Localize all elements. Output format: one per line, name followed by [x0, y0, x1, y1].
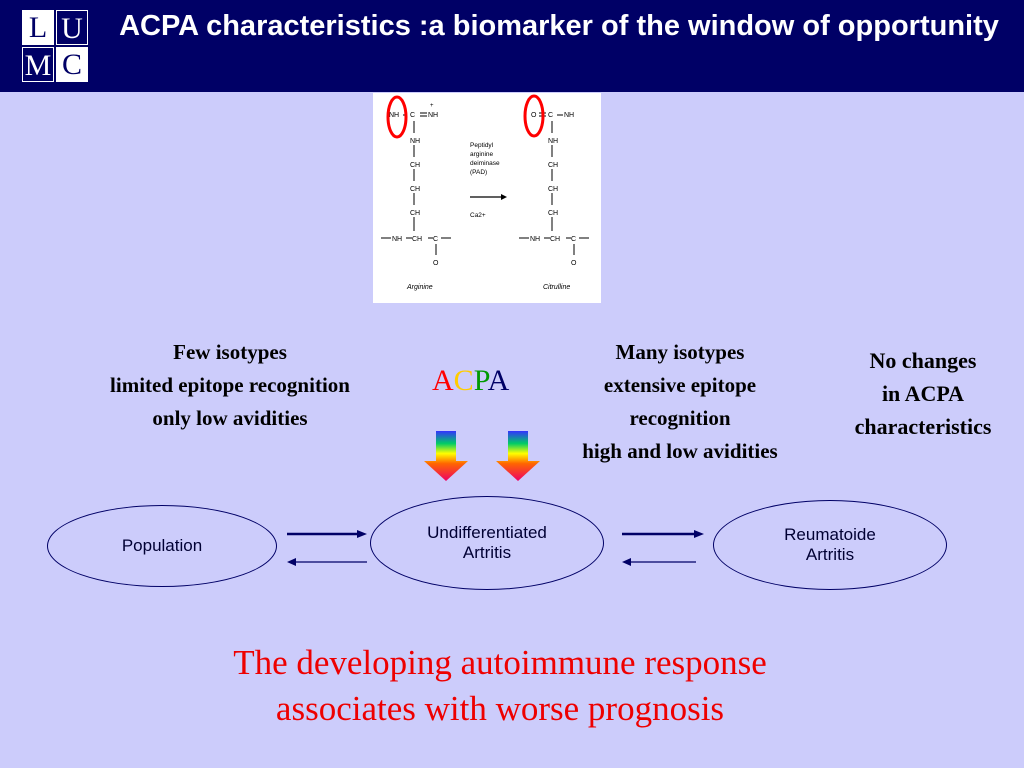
c-label-left: C [410, 112, 415, 119]
nh-label-right: NH [548, 138, 558, 145]
right-text-line-2: in ACPA [881, 381, 965, 406]
charge-plus: + [430, 103, 434, 109]
enzyme-line-3: deiminase [470, 160, 500, 167]
ch2-label-left-3: CH [410, 210, 420, 217]
acpa-letter-1: A [432, 364, 454, 397]
backbone-nh-left: NH [392, 236, 402, 243]
highlight-oval-left [386, 95, 408, 139]
middle-text-line-3: recognition [629, 406, 731, 430]
nh2-label-right: NH [564, 112, 574, 119]
nh2-plus-label: NH [428, 112, 438, 119]
flow-arrows-right [622, 530, 704, 566]
ch2-label-right-2: CH [548, 186, 558, 193]
undifferentiated-label-line-2: Artritis [462, 543, 512, 562]
c-label-right: C [548, 112, 553, 119]
logo-letter-u: U [56, 10, 88, 45]
conclusion-text: The developing autoimmune response assoc… [100, 640, 900, 732]
middle-text-line-1: Many isotypes [615, 340, 745, 364]
lumc-logo: L U M C [22, 10, 88, 82]
ch2-label-right-3: CH [548, 210, 558, 217]
reumatoide-label-line-2: Artritis [805, 545, 855, 564]
backbone-c-right: C [571, 236, 576, 243]
enzyme-line-4: (PAD) [470, 169, 487, 176]
reumatoide-label-line-1: Reumatoide [784, 525, 876, 544]
left-text-line-3: only low avidities [152, 406, 308, 430]
o-label-right: O [531, 112, 537, 119]
highlight-oval-right [523, 94, 545, 138]
backbone-o-left: O [433, 260, 439, 267]
backbone-ch-left: CH [412, 236, 422, 243]
early-characteristics-text: Few isotypes limited epitope recognition… [50, 336, 410, 435]
acpa-letter-2: C [453, 364, 474, 397]
acpa-letter-3: P [473, 364, 488, 397]
left-text-line-2: limited epitope recognition [110, 373, 350, 397]
title-bar: L U M C ACPA characteristics :a biomarke… [0, 0, 1024, 92]
logo-letter-m: M [22, 47, 54, 82]
citrullination-diagram: NH C NH + NH CH CH CH NH CH C O Arginine… [381, 94, 589, 291]
backbone-o-right: O [571, 260, 577, 267]
middle-text-line-4: high and low avidities [582, 439, 778, 463]
citrullination-figure: NH C NH + NH CH CH CH NH CH C O Arginine… [373, 93, 601, 303]
acpa-letter-4: A [487, 364, 510, 397]
population-ellipse: Population [47, 505, 277, 587]
ch2-label-left-2: CH [410, 186, 420, 193]
later-characteristics-text: Many isotypes extensive epitope recognit… [540, 336, 820, 468]
rainbow-arrow-right-icon [496, 431, 540, 481]
backbone-c-left: C [433, 236, 438, 243]
enzyme-line-2: arginine [470, 151, 494, 158]
right-text-line-1: No changes [869, 348, 977, 373]
rainbow-arrow-left-icon [424, 431, 468, 481]
nh-label-left: NH [410, 138, 420, 145]
enzyme-line-1: Peptidyl [470, 142, 494, 149]
citrulline-label: Citrulline [543, 284, 570, 291]
reaction-arrow-head [501, 194, 507, 200]
logo-letter-l: L [22, 10, 54, 45]
ch2-label-left-1: CH [410, 162, 420, 169]
left-text-line-1: Few isotypes [173, 340, 287, 364]
undifferentiated-artritis-ellipse: Undifferentiated Artritis [370, 496, 604, 590]
acpa-label: ACPA [432, 364, 509, 398]
no-changes-text: No changes in ACPA characteristics [828, 344, 1018, 443]
conclusion-line-1: The developing autoimmune response [233, 643, 767, 682]
right-text-line-3: characteristics [854, 414, 992, 439]
logo-letter-c: C [56, 47, 88, 82]
backbone-nh-right: NH [530, 236, 540, 243]
ch2-label-right-1: CH [548, 162, 558, 169]
middle-text-line-2: extensive epitope [603, 373, 757, 397]
population-label: Population [121, 536, 203, 555]
backbone-ch-right: CH [550, 236, 560, 243]
cofactor-label: Ca2+ [470, 212, 486, 219]
nh2-label-left: NH [389, 112, 399, 119]
slide-title: ACPA characteristics :a biomarker of the… [119, 10, 999, 42]
arginine-label: Arginine [406, 284, 433, 291]
undifferentiated-label-line-1: Undifferentiated [427, 523, 547, 542]
flow-arrows-left [287, 530, 367, 566]
reumatoide-artritis-ellipse: Reumatoide Artritis [713, 500, 947, 590]
conclusion-line-2: associates with worse prognosis [275, 689, 725, 728]
